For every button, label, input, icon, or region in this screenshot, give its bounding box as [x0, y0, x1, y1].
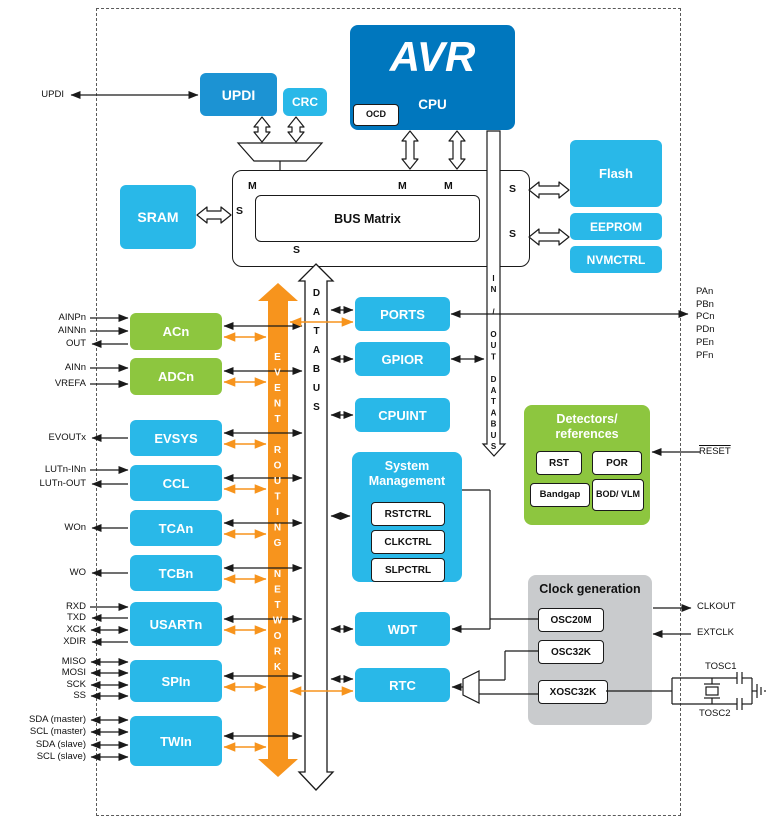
rst-block: RST — [536, 451, 582, 475]
detectors-title: Detectors/ references — [555, 412, 619, 441]
pin-sda-slave: SDA (slave) — [35, 739, 86, 750]
chip-boundary — [96, 8, 681, 816]
osc32k-block: OSC32K — [538, 640, 604, 664]
pin-pen: PEn — [696, 337, 714, 348]
pin-vrefa: VREFA — [54, 378, 86, 389]
bandgap-block: Bandgap — [530, 483, 590, 507]
bus-slave-label: S — [509, 228, 517, 240]
usartn-block: USARTn — [130, 602, 222, 646]
slpctrl-block: SLPCTRL — [371, 558, 445, 582]
pin-sda-master: SDA (master) — [28, 714, 86, 725]
bod-vlm-block: BOD/ VLM — [592, 479, 644, 511]
xosc32k-block: XOSC32K — [538, 680, 608, 704]
pin-tosc2: TOSC2 — [699, 708, 731, 719]
pin-miso: MISO — [61, 656, 86, 667]
pin-lutn-inn: LUTn-INn — [44, 464, 86, 475]
crystal-oscillator-symbol — [671, 672, 753, 710]
inout-databus-label: IN / OUT DATABUS — [489, 274, 498, 454]
sram-block: SRAM — [120, 185, 196, 249]
twin-block: TWIn — [130, 716, 222, 766]
pin-updi: UPDI — [41, 89, 64, 100]
ground-symbol — [752, 684, 766, 698]
cpuint-block: CPUINT — [355, 398, 450, 432]
pin-ss: SS — [73, 690, 86, 701]
pin-rxd: RXD — [65, 601, 86, 612]
reset-label: RESET — [699, 446, 731, 457]
updi-block: UPDI — [200, 73, 277, 116]
ccl-block: CCL — [130, 465, 222, 501]
pin-xdir: XDIR — [63, 636, 86, 647]
system-management-block: System Management RSTCTRL CLKCTRL SLPCTR… — [352, 452, 462, 582]
bus-slave-label: S — [293, 244, 301, 256]
acn-block: ACn — [130, 313, 222, 350]
rtc-block: RTC — [355, 668, 450, 702]
cpu-block: AVR CPU OCD — [350, 25, 515, 130]
pin-out: OUT — [65, 338, 86, 349]
bus-master-label: M — [444, 180, 453, 192]
event-routing-network-label: EVENT ROUTING NETWORK — [272, 352, 283, 678]
pin-sck: SCK — [66, 679, 86, 690]
pin-wo: WO — [69, 567, 86, 578]
por-block: POR — [592, 451, 642, 475]
databus-label: DATABUS — [311, 288, 322, 421]
detectors-references-block: Detectors/ references RST POR Bandgap BO… — [524, 405, 650, 525]
adcn-block: ADCn — [130, 358, 222, 395]
bus-master-label: M — [398, 180, 407, 192]
pin-clkout: CLKOUT — [697, 601, 736, 612]
eeprom-block: EEPROM — [570, 213, 662, 240]
pin-pbn: PBn — [696, 299, 714, 310]
crc-block: CRC — [283, 88, 327, 116]
pin-tosc1: TOSC1 — [705, 661, 737, 672]
evsys-block: EVSYS — [130, 420, 222, 456]
pin-scl-slave: SCL (slave) — [36, 751, 86, 762]
pin-xck: XCK — [66, 624, 86, 635]
clkctrl-block: CLKCTRL — [371, 530, 445, 554]
bus-slave-label: S — [236, 205, 244, 217]
bus-slave-label: S — [509, 183, 517, 195]
pin-pfn: PFn — [696, 350, 714, 361]
clock-generation-title: Clock generation — [539, 582, 641, 596]
clock-generation-block: Clock generation OSC20M OSC32K XOSC32K — [528, 575, 652, 725]
pin-txd: TXD — [67, 612, 86, 623]
wdt-block: WDT — [355, 612, 450, 646]
osc20m-block: OSC20M — [538, 608, 604, 632]
pin-ainn: AINn — [64, 362, 86, 373]
pin-ainpn: AINPn — [58, 312, 86, 323]
pin-extclk: EXTCLK — [697, 627, 734, 638]
pin-scl-master: SCL (master) — [29, 726, 86, 737]
pin-pan: PAn — [696, 286, 714, 297]
avr-logo: AVR — [389, 33, 476, 80]
nvmctrl-block: NVMCTRL — [570, 246, 662, 273]
tcbn-block: TCBn — [130, 555, 222, 591]
cpu-label: CPU — [418, 97, 447, 112]
bus-matrix: BUS Matrix — [255, 195, 480, 242]
tcan-block: TCAn — [130, 510, 222, 546]
spin-block: SPIn — [130, 660, 222, 702]
pin-pcn: PCn — [696, 311, 715, 322]
pin-mosi: MOSI — [61, 667, 86, 678]
pin-ainnn: AINNn — [58, 325, 86, 336]
ocd-block: OCD — [353, 104, 399, 126]
bus-master-label: M — [248, 180, 257, 192]
pin-reset: RESET — [699, 446, 731, 457]
pin-pdn: PDn — [696, 324, 715, 335]
pin-lutn-out: LUTn-OUT — [39, 478, 86, 489]
pin-won: WOn — [64, 522, 86, 533]
pin-evoutx: EVOUTx — [48, 432, 86, 443]
flash-block: Flash — [570, 140, 662, 207]
system-management-title: System Management — [368, 459, 446, 488]
gpior-block: GPIOR — [355, 342, 450, 376]
ports-block: PORTS — [355, 297, 450, 331]
rstctrl-block: RSTCTRL — [371, 502, 445, 526]
